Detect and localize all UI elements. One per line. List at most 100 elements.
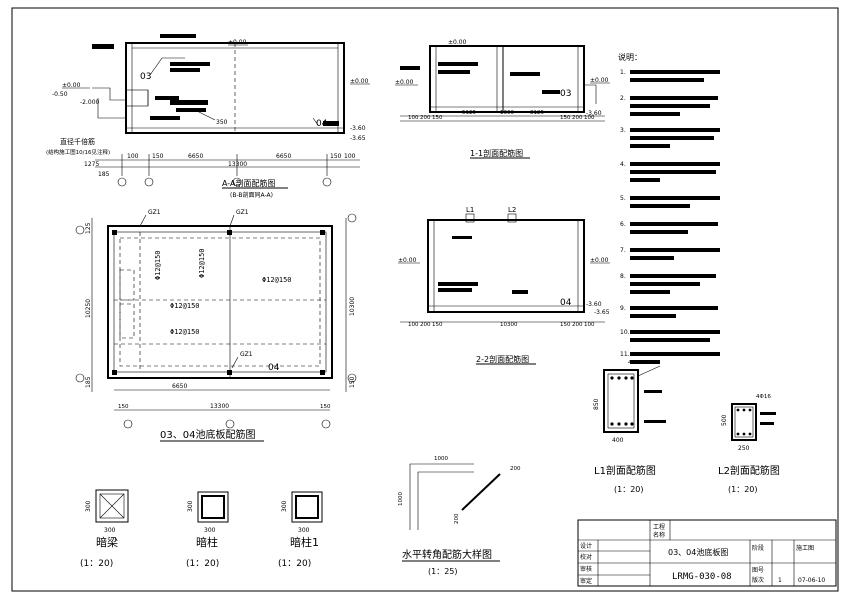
section-2-2-dim-7: 100 — [584, 322, 595, 328]
plan-dim-bottom-s2: 150 — [320, 404, 331, 410]
section-2-2-dim-6: 200 — [572, 322, 583, 328]
section-aa-elev-left-low2: -2.000 — [80, 99, 100, 106]
plan-dim-bottom-s1: 150 — [118, 404, 129, 410]
note-8: 8. — [620, 273, 626, 280]
anzhu-dim-w: 300 — [204, 527, 216, 534]
l2-title: L2剖面配筋图 — [718, 464, 780, 477]
section-1-1-title: 1-1剖面配筋图 — [470, 148, 523, 158]
section-1-1-dim-8: 200 — [572, 115, 583, 121]
note-3: 3. — [620, 127, 626, 134]
detail-anzhu: 300 300 暗柱 (1：20) — [186, 491, 229, 569]
detail-l1: 4Φ20 850 400 L1剖面配筋图 (1：20) — [593, 360, 666, 494]
detail-corner: 1000 1000 200 200 水平转角配筋大样图 (1：25) — [398, 456, 521, 576]
tb-row-design: 设计 — [580, 542, 592, 550]
section-1-1-dim-4: 5125 — [462, 110, 476, 116]
anzhu-scale: (1：20) — [186, 559, 219, 569]
plan-label-04: 04 — [268, 363, 280, 373]
tb-stage-label: 阶段 — [752, 544, 764, 552]
sheet-border — [11, 7, 839, 592]
section-aa-dim-4: 6650 — [276, 153, 291, 160]
section-2-2-elev-low2: -3.65 — [594, 309, 610, 316]
tb-row-check: 校对 — [580, 553, 592, 561]
note-11: 11. — [620, 351, 630, 358]
tb-version-value: 1 — [778, 577, 782, 584]
plan-dim-bottom-total: 13300 — [210, 403, 229, 410]
section-aa-note2: (结构施工图10/16见注释) — [46, 148, 110, 156]
note-4: 4. — [620, 161, 626, 168]
section-aa-subtitle: (B-B剖面同A-A) — [230, 191, 273, 199]
plan-title: 03、04池底板配筋图 — [160, 428, 255, 441]
section-aa-elev-right: ±0.00 — [350, 78, 369, 85]
plan-dim-bottom-a: 6650 — [172, 383, 187, 390]
corner-scale: (1：25) — [428, 567, 458, 576]
corner-dim-1: 1000 — [434, 456, 448, 462]
plan-dim-left-3: 185 — [85, 376, 92, 388]
note-6: 6. — [620, 221, 626, 228]
plan-rebar-4: Φ12@150 — [170, 302, 200, 310]
section-2-2-label-l2: L2 — [508, 206, 516, 214]
tb-drawno-label: 图号 — [752, 567, 764, 574]
tb-stage-value: 施工图 — [796, 544, 814, 552]
detail-anbeam: 300 300 暗梁 (1：20) — [80, 489, 129, 569]
detail-l2: 4Φ16 500 250 L2剖面配筋图 (1：20) — [718, 394, 780, 494]
plan-gz-1: GZ1 — [148, 209, 161, 216]
section-aa-dim-2: 150 — [152, 153, 164, 160]
section-2-2-elev-low: -3.60 — [586, 301, 602, 308]
note-7: 7. — [620, 247, 626, 254]
section-2-2-dim-5: 150 — [560, 322, 571, 328]
section-aa-elev-top: ±0.00 — [228, 39, 247, 46]
anzhu1-dim-w: 300 — [298, 527, 310, 534]
plan-dim-left-2: 10250 — [85, 299, 92, 318]
plan-base-slab: GZ1 GZ1 GZ1 Φ12@150 Φ12@150 Φ12@150 Φ12@… — [75, 209, 357, 442]
corner-dim-2: 1000 — [398, 492, 404, 506]
corner-dim-4: 200 — [454, 513, 460, 524]
plan-outline — [107, 225, 333, 379]
note-10: 10. — [620, 329, 630, 336]
section-aa-label-04: 04 — [316, 119, 328, 129]
plan-dim-right: 10300 — [349, 297, 356, 316]
detail-anzhu1: 300 300 暗柱1 (1：20) — [278, 491, 323, 569]
section-1-1-dim-2: 200 — [420, 115, 431, 121]
section-1-1-dim-6: 3125 — [530, 110, 544, 116]
l1-dim-w: 400 — [612, 437, 624, 444]
tb-drawing-name: 03、04池底板图 — [668, 547, 728, 557]
section-2-2-outline — [427, 219, 585, 313]
section-2-2-dim-1: 100 — [408, 322, 419, 328]
section-1-1-outline — [429, 45, 585, 113]
plan-rebar-5: Φ12@150 — [170, 328, 200, 336]
section-aa-note: 直径千倍筋 — [60, 137, 95, 146]
tb-project-label-1: 工程 — [653, 523, 665, 531]
note-5: 5. — [620, 195, 626, 202]
section-aa-dim-6: 100 — [344, 153, 356, 160]
l2-top-rebar: 4Φ16 — [756, 394, 771, 400]
notes-title: 说明： — [618, 52, 642, 62]
note-9: 9. — [620, 305, 626, 312]
tb-date: 07-06-10 — [798, 577, 825, 584]
section-1-1-dim-7: 150 — [560, 115, 571, 121]
plan-gz-2: GZ1 — [236, 209, 249, 216]
anzhu1-title: 暗柱1 — [290, 535, 319, 549]
section-aa-elev-right-low: -3.60 — [350, 125, 366, 132]
section-1-1-dim-9: 100 — [584, 115, 595, 121]
anzhu-dim-h: 300 — [187, 500, 194, 512]
section-1-1-dim-5: 1000 — [500, 110, 514, 116]
tb-project-label-2: 名称 — [653, 531, 665, 539]
section-2-2: L1 L2 ±0.00 ±0.00 04 -3.60 -3.65 100 200… — [398, 206, 610, 365]
anzhu1-scale: (1：20) — [278, 559, 311, 569]
section-aa-elev-left: ±0.00 — [62, 82, 81, 89]
notes-block: 说明： 1. 2. 3. 4. 5. 6. 7. 8. 9. 10. 11. — [618, 52, 720, 364]
l2-scale: (1：20) — [728, 485, 758, 494]
section-aa-dim-extra: 1275 — [84, 161, 99, 168]
anzhu1-dim-h: 300 — [281, 500, 288, 512]
section-aa-dim-5: 150 — [330, 153, 342, 160]
anbeam-dim-h: 300 — [85, 500, 92, 512]
section-2-2-label-l1: L1 — [466, 206, 474, 214]
plan-rebar-2: Φ12@150 — [198, 248, 206, 278]
corner-dim-3: 200 — [510, 466, 521, 472]
section-aa-dim-total: 13300 — [228, 161, 247, 168]
section-aa-label-03: 03 — [140, 72, 151, 82]
section-2-2-dim-2: 200 — [420, 322, 431, 328]
corner-title: 水平转角配筋大样图 — [402, 548, 492, 561]
title-block: 工程 名称 设计 校对 审核 审定 03、04池底板图 LRMG-030-08 … — [577, 519, 837, 587]
plan-rebar-1: Φ12@150 — [154, 250, 162, 280]
